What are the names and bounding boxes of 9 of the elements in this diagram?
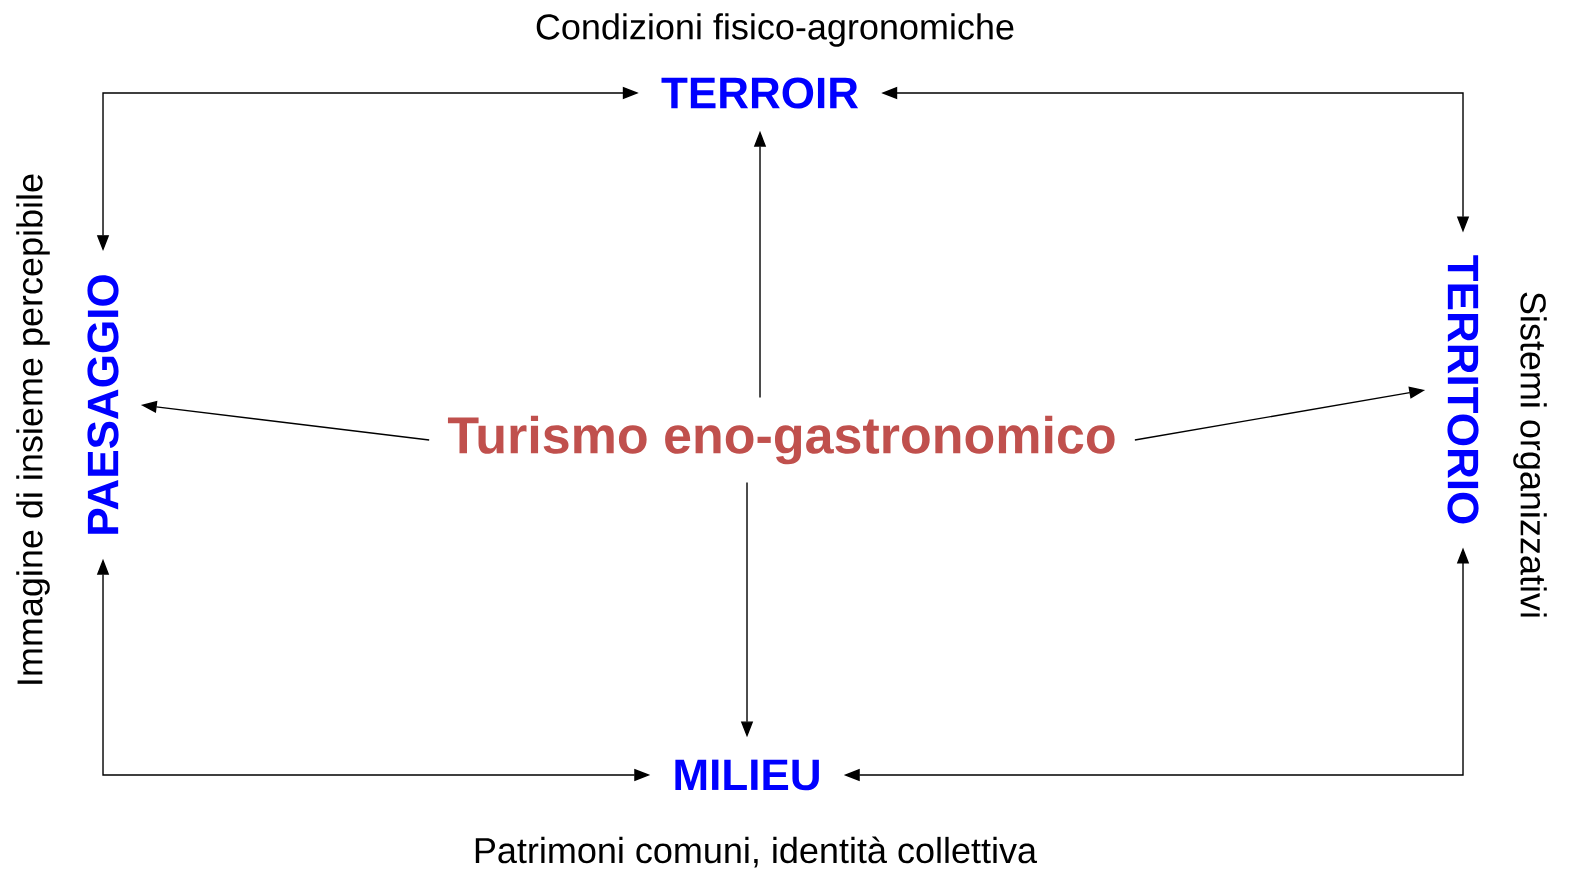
caption-text: Condizioni fisico-agronomiche [536,13,1014,47]
caption-text: Immagine di insieme percepibile [16,174,50,684]
concept-label: TERRITORIO [1447,255,1479,524]
concept-label: TERROIR [661,77,859,109]
center-title: Turismo eno-gastronomico [447,415,1115,465]
caption-text: Patrimoni comuni, identità collettiva [475,836,1037,868]
caption-text: Sistemi organizzativi [1513,292,1547,617]
concept-label: MILIEU [675,759,819,791]
concept-label: PAESAGGIO [87,275,119,534]
